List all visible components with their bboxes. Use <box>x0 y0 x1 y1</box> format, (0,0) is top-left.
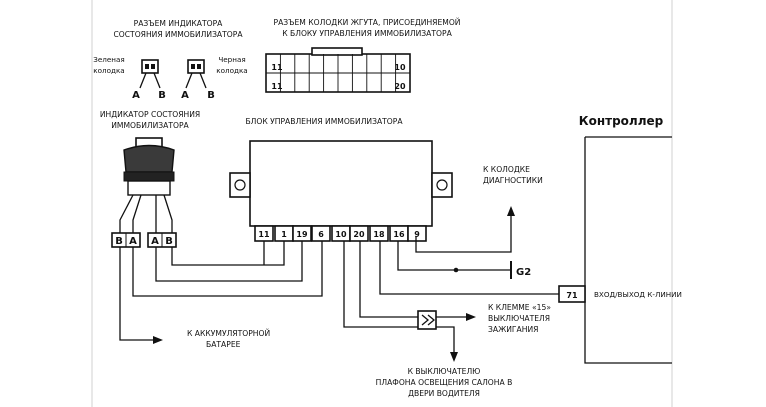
indicator-pin-b-right: B <box>165 236 173 247</box>
control-unit-title: БЛОК УПРАВЛЕНИЯ ИММОБИЛИЗАТОРА <box>245 117 403 126</box>
unit-pin-6: 6 <box>318 230 324 239</box>
svg-text:К ВЫКЛЮЧАТЕЛЮ: К ВЫКЛЮЧАТЕЛЮ <box>408 367 481 376</box>
svg-text:ВЫКЛЮЧАТЕЛЯ: ВЫКЛЮЧАТЕЛЯ <box>488 314 550 323</box>
unit-pin-box <box>311 225 331 242</box>
diagnostics-label: К КОЛОДКЕ ДИАГНОСТИКИ <box>483 165 543 185</box>
black-block-label: Черная колодка <box>216 55 247 75</box>
indicator-pin-a-left: A <box>129 236 137 247</box>
green-connector-pin-b: B <box>158 90 166 101</box>
unit-pin-11: 11 <box>258 230 270 239</box>
controller-title: Контроллер <box>579 114 664 128</box>
green-connector-icon <box>139 59 161 89</box>
control-unit-block <box>229 140 453 227</box>
green-block-label: Зеленая колодка <box>93 55 124 75</box>
indicator-pin-b-left: B <box>115 236 123 247</box>
black-connector-pin-a: A <box>181 90 189 101</box>
black-connector-icon <box>185 59 207 89</box>
unit-pin-16: 16 <box>393 230 405 239</box>
svg-text:ПЛАФОНА ОСВЕЩЕНИЯ САЛОНА В: ПЛАФОНА ОСВЕЩЕНИЯ САЛОНА В <box>376 378 513 387</box>
harness-pin-11: 11 <box>271 63 283 72</box>
harness-pin-20: 20 <box>394 82 406 91</box>
kline-label: ВХОД/ВЫХОД К-ЛИНИИ <box>594 290 682 299</box>
ignition-label: К КЛЕММЕ «15» ВЫКЛЮЧАТЕЛЯ ЗАЖИГАНИЯ <box>488 303 551 334</box>
svg-text:ИММОБИЛИЗАТОРА: ИММОБИЛИЗАТОРА <box>111 121 189 130</box>
indicator-title: ИНДИКАТОР СОСТОЯНИЯ ИММОБИЛИЗАТОРА <box>100 110 200 130</box>
svg-text:ДВЕРИ ВОДИТЕЛЯ: ДВЕРИ ВОДИТЕЛЯ <box>408 389 480 398</box>
unit-pin-19: 19 <box>296 230 308 239</box>
unit-pin-box <box>349 225 369 242</box>
unit-pin-9: 9 <box>414 230 420 239</box>
indicator-lamp-icon <box>123 137 175 196</box>
svg-text:СОСТОЯНИЯ ИММОБИЛИЗАТОРА: СОСТОЯНИЯ ИММОБИЛИЗАТОРА <box>113 30 243 39</box>
unit-pin-20: 20 <box>353 230 365 239</box>
harness-connector-icon <box>265 47 411 93</box>
svg-text:Зеленая: Зеленая <box>93 55 124 64</box>
unit-pin-box <box>369 225 389 242</box>
unit-pin-18: 18 <box>373 230 385 239</box>
controller-block <box>584 136 672 364</box>
harness-connector-title: РАЗЪЕМ КОЛОДКИ ЖГУТА, ПРИСОЕДИНЯЕМОЙ К Б… <box>274 18 461 38</box>
svg-text:ИНДИКАТОР СОСТОЯНИЯ: ИНДИКАТОР СОСТОЯНИЯ <box>100 110 200 119</box>
svg-text:К КЛЕММЕ «15»: К КЛЕММЕ «15» <box>488 303 551 312</box>
battery-label: К АККУМУЛЯТОРНОЙ БАТАРЕЕ <box>187 329 270 349</box>
fuse-diode-icon <box>417 310 437 330</box>
svg-text:колодка: колодка <box>216 66 247 75</box>
controller-pin-71: 71 <box>566 291 578 300</box>
green-connector-pin-a: A <box>132 90 140 101</box>
lamp-switch-label: К ВЫКЛЮЧАТЕЛЮ ПЛАФОНА ОСВЕЩЕНИЯ САЛОНА В… <box>376 367 513 398</box>
svg-text:ДИАГНОСТИКИ: ДИАГНОСТИКИ <box>483 176 543 185</box>
svg-text:Черная: Черная <box>218 55 245 64</box>
harness-pin-10: 10 <box>394 63 406 72</box>
svg-text:К БЛОКУ УПРАВЛЕНИЯ ИММОБИЛИЗАТ: К БЛОКУ УПРАВЛЕНИЯ ИММОБИЛИЗАТОРА <box>282 29 452 38</box>
unit-pin-box <box>407 225 427 242</box>
svg-text:РАЗЪЕМ ИНДИКАТОРА: РАЗЪЕМ ИНДИКАТОРА <box>134 19 224 28</box>
unit-pin-1: 1 <box>281 230 287 239</box>
svg-text:РАЗЪЕМ КОЛОДКИ ЖГУТА, ПРИСОЕДИ: РАЗЪЕМ КОЛОДКИ ЖГУТА, ПРИСОЕДИНЯЕМОЙ <box>274 18 461 27</box>
black-connector-pin-b: B <box>207 90 215 101</box>
ground-label: G2 <box>516 267 531 278</box>
svg-text:колодка: колодка <box>93 66 124 75</box>
indicator-connector-title: РАЗЪЕМ ИНДИКАТОРА СОСТОЯНИЯ ИММОБИЛИЗАТО… <box>113 19 243 39</box>
unit-pin-10: 10 <box>335 230 347 239</box>
svg-text:БАТАРЕЕ: БАТАРЕЕ <box>206 340 241 349</box>
harness-pin-row2-first: 11 <box>271 82 283 91</box>
svg-text:К КОЛОДКЕ: К КОЛОДКЕ <box>483 165 530 174</box>
svg-text:ЗАЖИГАНИЯ: ЗАЖИГАНИЯ <box>488 325 538 334</box>
indicator-pin-a-right: A <box>151 236 159 247</box>
svg-text:К АККУМУЛЯТОРНОЙ: К АККУМУЛЯТОРНОЙ <box>187 329 270 338</box>
